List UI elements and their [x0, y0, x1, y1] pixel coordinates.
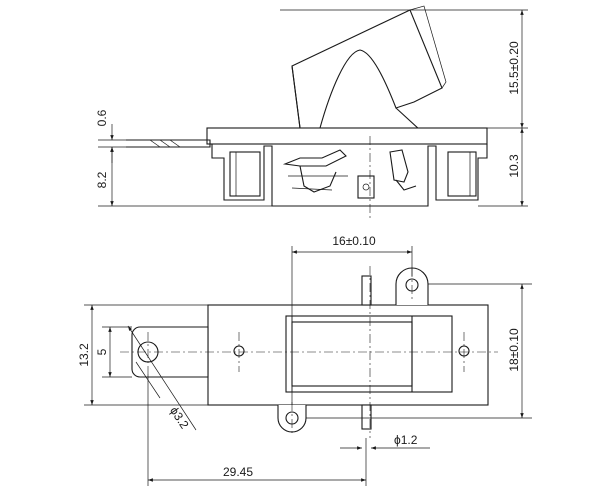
top-plate — [206, 127, 488, 145]
rocker-top — [285, 315, 453, 393]
hole-diameter-label: ϕ3.2 — [167, 404, 192, 432]
center-pin — [357, 175, 375, 199]
switch-body — [211, 144, 488, 207]
lever-height-label: 15.5±0.20 — [507, 41, 521, 95]
body-width-label: 18±0.10 — [507, 328, 521, 372]
body-height-label: 10.3 — [507, 154, 521, 178]
tab-width-label: 13.2 — [77, 343, 91, 367]
terminal-height-label: 8.2 — [95, 171, 109, 188]
side-view: 15.5±0.20 10.3 0.6 8.2 — [95, 5, 528, 218]
center-pin-bottom — [361, 404, 372, 430]
side-terminal — [126, 139, 211, 148]
rocker-lever — [291, 9, 443, 129]
internal-contact — [282, 149, 347, 167]
pin-diameter-label: ϕ1.2 — [394, 433, 418, 447]
top-view: 16±0.10 18±0.10 13.2 5 ϕ3.2 ϕ1.2 29.45 — [77, 234, 532, 486]
terminal-thickness-label: 0.6 — [95, 109, 109, 126]
pin-spacing-label: 16±0.10 — [332, 234, 376, 248]
terminal-tab — [131, 326, 209, 378]
hole-offset-label: 5 — [95, 348, 109, 355]
center-pin-top — [361, 275, 372, 306]
overall-length-label: 29.45 — [223, 465, 253, 479]
